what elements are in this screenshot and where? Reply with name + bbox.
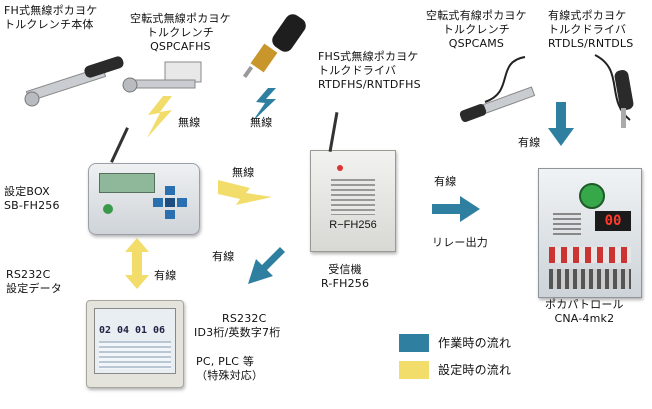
pc-count-4: 06 bbox=[153, 325, 166, 336]
pc-count-3: 01 bbox=[135, 325, 148, 336]
pc-screen: 02 04 01 06 bbox=[94, 308, 176, 374]
wireless-bolt-receiver bbox=[218, 180, 272, 205]
receiver-image: R−FH256 bbox=[310, 150, 396, 252]
fh-wrench-image bbox=[24, 56, 124, 107]
pc-monitor-image: 02 04 01 06 bbox=[86, 300, 184, 388]
pokapatrol-image: 00 bbox=[538, 168, 642, 298]
pc-count-2: 04 bbox=[117, 325, 130, 336]
wireless-bolt-qspcafhs bbox=[147, 96, 172, 138]
flow-label-wired-rs232c: 有線 bbox=[212, 250, 235, 263]
setting-box-led bbox=[103, 204, 113, 214]
setting-box-lcd bbox=[99, 173, 155, 193]
legend-swatch-setting bbox=[399, 361, 429, 379]
label-pc: PC, PLC 等（特殊対応） bbox=[196, 355, 264, 382]
qspcams-wrench-image bbox=[459, 56, 536, 122]
receiver-name-plate: R−FH256 bbox=[329, 219, 377, 231]
label-relay-output: リレー出力 bbox=[432, 236, 488, 249]
rtdls-driver-image bbox=[594, 54, 634, 128]
arrow-relay bbox=[432, 196, 480, 222]
pc-count-1: 02 bbox=[99, 325, 112, 336]
cna-counter-display: 00 bbox=[595, 211, 631, 231]
legend-label-work: 作業時の流れ bbox=[438, 336, 512, 350]
label-fh-wrench: FH式無線ポカヨケトルクレンチ本体 bbox=[4, 4, 98, 31]
flow-label-wired-pc: 有線 bbox=[154, 269, 177, 282]
qspcafhs-wrench-image bbox=[122, 61, 202, 93]
setting-box-keypad bbox=[153, 186, 187, 219]
arrow-to-cna bbox=[548, 102, 574, 146]
wireless-bolt-rtdfhs bbox=[252, 88, 276, 122]
legend-label-setting: 設定時の流れ bbox=[438, 363, 512, 377]
flow-label-wired-relay: 有線 bbox=[434, 175, 457, 188]
setting-box-image bbox=[88, 163, 200, 235]
flow-label-wireless-1: 無線 bbox=[178, 116, 201, 129]
legend-swatch-work bbox=[399, 334, 429, 352]
arrow-rs232c-pc bbox=[248, 247, 285, 284]
flow-label-wireless-2: 無線 bbox=[250, 116, 273, 129]
arrow-setting-pc bbox=[125, 238, 149, 289]
flow-label-wired-top: 有線 bbox=[518, 136, 541, 149]
flow-label-wireless-3: 無線 bbox=[232, 166, 255, 179]
rtdfhs-driver-image bbox=[242, 14, 306, 79]
